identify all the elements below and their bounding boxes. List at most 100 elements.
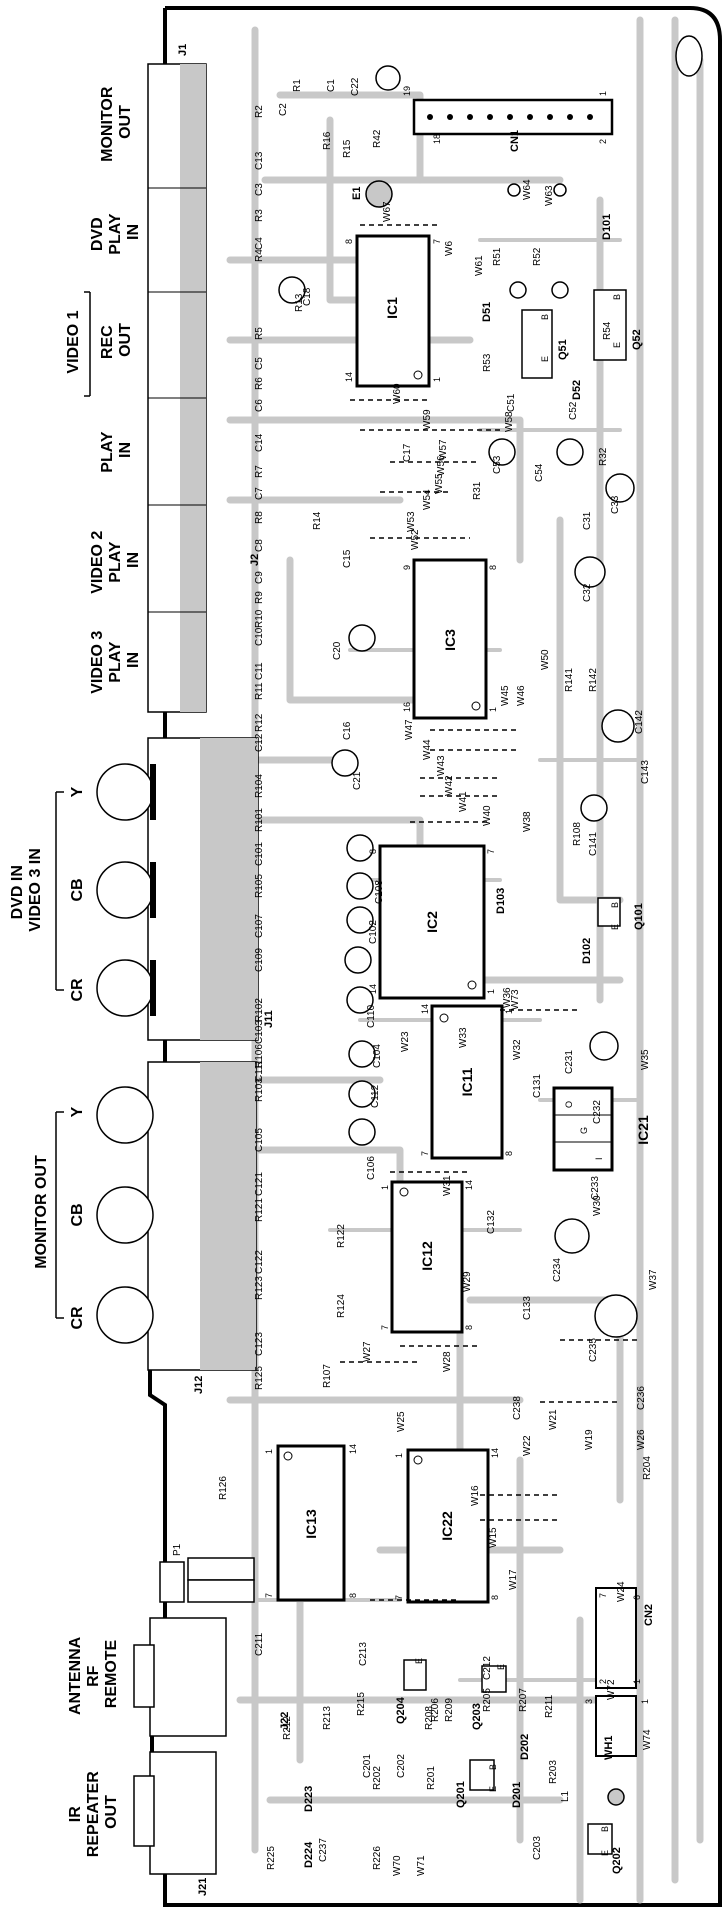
refdes-r107: R107	[322, 1364, 333, 1388]
refdes-c121: C121	[254, 1172, 265, 1196]
refdes-c133: C133	[522, 1296, 533, 1320]
ic13-pin-14: 14	[348, 1444, 358, 1454]
refdes-w59: W59	[422, 409, 433, 430]
refdes-w67: W67	[382, 201, 393, 222]
edge-label-video3-line3: IN	[125, 652, 142, 668]
refdes-r204: R204	[642, 1456, 653, 1480]
ic22-package	[406, 1448, 490, 1604]
refdes-c7: C7	[254, 487, 265, 500]
svg-text:DVD PLAY IN: DVD PLAY IN	[89, 209, 142, 254]
ic1-pin-14: 14	[344, 372, 354, 382]
connector-j21	[133, 1751, 217, 1875]
edge-label-video2-line1: VIDEO 2	[89, 531, 106, 594]
transistor-pin-marker-0: B	[540, 314, 550, 320]
refdes-r106: R106	[254, 1044, 265, 1068]
edge-label-rec-line1: REC	[99, 325, 116, 359]
refdes-r11: R11	[254, 682, 265, 700]
refdes-r209: R209	[444, 1698, 455, 1722]
edge-label-play-in-line2: IN	[117, 442, 134, 458]
refdes-r15: R15	[342, 139, 353, 158]
jumper-wires	[340, 224, 640, 1601]
connector-cn2-label: CN2	[643, 1604, 655, 1626]
ic2-pin-1: 1	[486, 989, 496, 994]
cn1-pin-18: 18	[432, 134, 442, 144]
ic21-pin-o: O	[564, 1101, 574, 1108]
refdes-r101: R101	[254, 808, 265, 832]
refdes-c15: C15	[342, 549, 353, 568]
refdes-r205: R205	[482, 1688, 493, 1712]
ic12-pin-1: 1	[380, 1185, 390, 1190]
ic2-pin-7: 7	[486, 849, 496, 854]
refdes-w22: W22	[522, 1435, 533, 1456]
refdes-c234: C234	[552, 1258, 563, 1282]
refdes-w23: W23	[400, 1031, 411, 1052]
cn2-header	[595, 1587, 637, 1689]
refdes-r31: R31	[472, 481, 483, 500]
refdes-w50: W50	[540, 649, 551, 670]
refdes-r104: R104	[254, 774, 265, 798]
refdes-c131: C131	[532, 1074, 543, 1098]
refdes-w61: W61	[474, 255, 485, 276]
connector-j21-label: J21	[197, 1878, 209, 1896]
edge-label-cr-2: CR	[69, 1306, 86, 1330]
ic11-pin-1: 1	[504, 1009, 514, 1014]
wh1-header	[595, 1695, 637, 1757]
ic13-pin-7: 7	[264, 1593, 274, 1598]
transistor-pin-marker-9: E	[600, 1850, 610, 1856]
cn2-pin-1: 1	[632, 1679, 642, 1684]
refdes-w26: W26	[636, 1429, 647, 1450]
refdes-c141: C141	[588, 832, 599, 856]
edge-label-video3-line1: VIDEO 3	[89, 631, 106, 694]
test-points	[507, 35, 703, 299]
cn2-pin-2: 2	[598, 1679, 608, 1684]
refdes-r142: R142	[588, 668, 599, 692]
refdes-r9: R9	[254, 591, 265, 604]
cn2-pin-7: 7	[598, 1593, 608, 1598]
refdes-w29: W29	[462, 1271, 473, 1292]
edge-labels: MONITOR OUT DVD PLAY IN REC OUT PLAY IN …	[9, 86, 142, 1857]
ic12-package	[390, 1180, 464, 1334]
refdes-w56: W56	[436, 455, 447, 476]
refdes-r213: R213	[322, 1706, 333, 1730]
refdes-c104: C104	[372, 1044, 383, 1068]
refdes-c1: C1	[326, 79, 337, 92]
refdes-r102: R102	[254, 998, 265, 1022]
edge-label-dvd-in-line2: VIDEO 3 IN	[27, 848, 44, 932]
label-brackets	[55, 291, 91, 1319]
transistor-pin-marker-8: B	[600, 1826, 610, 1832]
refdes-w28: W28	[442, 1351, 453, 1372]
refdes-c232: C232	[592, 1100, 603, 1124]
cn2-pin-6: 6	[632, 1595, 642, 1600]
refdes-c202: C202	[396, 1754, 407, 1778]
reference-designators: R1R2R3R4R5R6R7R8R9R10R11R12R13R14R15R16R…	[218, 77, 659, 1876]
edge-label-monitor-out-line1: MONITOR	[99, 86, 116, 162]
edge-label-ir-line3: OUT	[103, 1795, 120, 1829]
refdes-r105: R105	[254, 874, 265, 898]
refdes-w53: W53	[406, 511, 417, 532]
refdes-c6: C6	[254, 399, 265, 412]
refdes-r42: R42	[372, 129, 383, 148]
edge-label-video3-line2: PLAY	[107, 641, 124, 683]
refdes-w32: W32	[512, 1039, 523, 1060]
edge-label-cb-1: CB	[69, 878, 86, 901]
svg-text:VIDEO 3 PLAY IN: VIDEO 3 PLAY IN	[89, 626, 142, 694]
ic11-pin-7: 7	[420, 1151, 430, 1156]
diode-d201-label: D201	[511, 1782, 523, 1808]
refdes-c238: C238	[512, 1396, 523, 1420]
ic1-pin-8: 8	[344, 239, 354, 244]
transistor-q204-label: Q204	[395, 1696, 407, 1724]
refdes-c110: C110	[366, 1004, 377, 1028]
ic11-pin-14: 14	[420, 1004, 430, 1014]
ic3-package	[412, 558, 488, 720]
svg-text:REC OUT: REC OUT	[99, 321, 134, 359]
refdes-w30: W30	[592, 1195, 603, 1216]
refdes-r52: R52	[532, 247, 543, 266]
edge-label-rec-line2: OUT	[117, 323, 134, 357]
refdes-w25: W25	[396, 1411, 407, 1432]
refdes-w42: W42	[444, 775, 455, 796]
cn1-pin-1: 1	[598, 91, 608, 96]
transistor-q203-label: Q203	[471, 1703, 483, 1730]
ic13-package	[276, 1444, 346, 1602]
wh1-pin-3: 3	[584, 1699, 594, 1704]
refdes-r5: R5	[254, 327, 265, 340]
